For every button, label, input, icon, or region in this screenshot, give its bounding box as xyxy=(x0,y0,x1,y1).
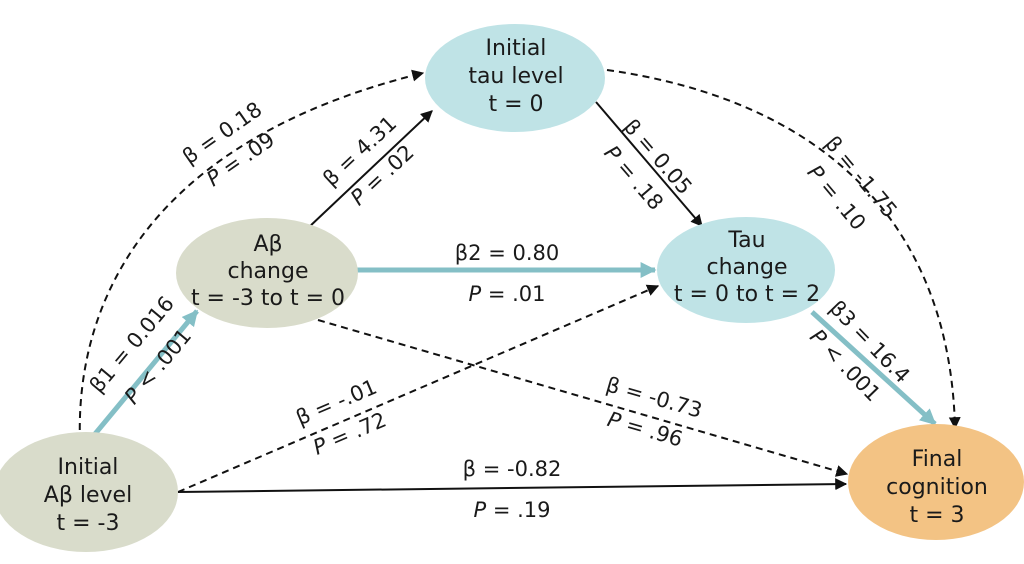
node-initial-tau-line-2: tau level xyxy=(468,64,563,89)
node-initial-abeta-line-3: t = -3 xyxy=(57,511,120,536)
node-final-cognition: Final cognition t = 3 xyxy=(848,424,1024,540)
arrow-tau-change-to-cognition xyxy=(810,310,937,426)
node-tau-change-line-2: change xyxy=(707,255,788,280)
node-tau-change-shape xyxy=(657,217,835,323)
node-final-cognition-line-2: cognition xyxy=(886,475,988,500)
node-abeta-change: Aβ change t = -3 to t = 0 xyxy=(176,218,358,328)
label-beta2-p: P = .01 xyxy=(468,282,545,306)
arrow-tau-level-to-tau-change xyxy=(595,101,703,227)
node-tau-change-line-3: t = 0 to t = 2 xyxy=(674,282,820,307)
node-initial-abeta-line-1: Initial xyxy=(58,455,119,480)
node-initial-tau-line-1: Initial xyxy=(486,36,547,61)
node-initial-tau-level: Initial tau level t = 0 xyxy=(425,24,605,132)
label-abeta-level-to-tau-change: β = -.01 P = .72 xyxy=(292,375,389,460)
label-tau-level-to-cognition: β = -1.75 P = .10 xyxy=(803,132,902,235)
label-abeta-level-to-cognition: β = -0.82 P = .19 xyxy=(463,457,562,522)
node-final-cognition-line-3: t = 3 xyxy=(909,503,964,528)
arrow-tau-level-to-cognition xyxy=(606,69,961,430)
arrow-abeta-level-to-cognition xyxy=(177,478,848,493)
label-abeta-change-to-tau-level: β = 4.31 P = .02 xyxy=(318,111,418,210)
label-abeta-level-to-abeta-change: β1 = 0.016 P < .001 xyxy=(85,292,196,409)
node-abeta-change-line-2: change xyxy=(228,259,309,284)
label-level-cog-p: P = .19 xyxy=(473,498,550,522)
arrow-abeta-level-to-tau-level xyxy=(78,69,425,443)
node-abeta-change-line-3: t = -3 to t = 0 xyxy=(191,286,345,311)
label-abeta-change-to-tau-change: β2 = 0.80 P = .01 xyxy=(455,241,559,306)
node-initial-abeta-level-shape xyxy=(0,432,178,552)
node-abeta-change-line-1: Aβ xyxy=(253,232,282,257)
node-final-cognition-line-1: Final xyxy=(912,447,963,472)
node-initial-abeta-line-2: Aβ level xyxy=(44,483,132,508)
arrow-abeta-change-to-cognition xyxy=(317,319,849,477)
label-abeta-change-to-cognition: β = -0.73 P = .96 xyxy=(603,372,704,451)
node-tau-change-line-1: Tau xyxy=(727,228,765,253)
node-initial-abeta-level: Initial Aβ level t = -3 xyxy=(0,432,178,552)
label-beta2: β2 = 0.80 xyxy=(455,241,559,265)
arrow-abeta-level-to-tau-change xyxy=(177,284,660,493)
node-tau-change: Tau change t = 0 to t = 2 xyxy=(657,217,835,323)
label-tau-level-to-tau-change: β = 0.05 P = .18 xyxy=(599,115,696,215)
arrow-abeta-level-to-abeta-change xyxy=(88,309,199,442)
node-initial-tau-level-shape xyxy=(425,24,605,132)
node-initial-tau-line-3: t = 0 xyxy=(488,92,543,117)
node-abeta-change-shape xyxy=(176,218,358,328)
node-final-cognition-shape xyxy=(848,424,1024,540)
label-abeta-level-to-tau-level: β = 0.18 P = .09 xyxy=(178,97,279,191)
arrow-abeta-change-to-tau-level xyxy=(307,110,433,229)
label-level-cog-beta: β = -0.82 xyxy=(463,457,562,481)
